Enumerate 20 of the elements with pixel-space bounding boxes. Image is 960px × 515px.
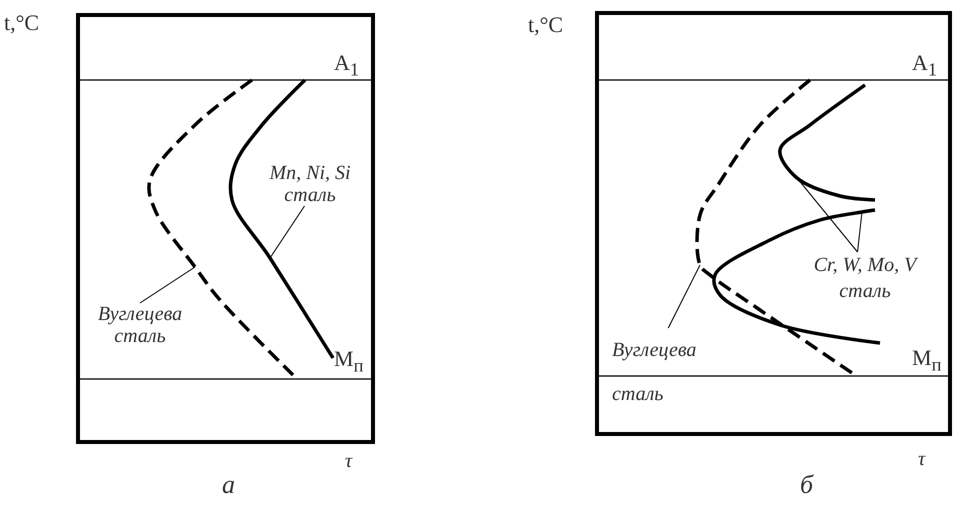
temperature-label: M$_{п}$ [334,346,364,376]
leader-line [668,264,700,328]
axis-label: τ [918,448,926,471]
curve-label: Вуглецева сталь [80,303,200,347]
temperature-label: A$_{1}$ [912,50,938,80]
leader-line [270,206,305,258]
axis-label: t,°C [4,10,40,36]
solid-curve [778,84,876,202]
curve-label: Вуглецева сталь [612,328,737,416]
panel-label: б [800,470,814,500]
axis-label: τ [345,450,352,473]
curve-label: Cr, W, Mo, V сталь [790,252,940,304]
axis-label: t,°C [528,12,564,38]
temperature-label: M$_{п}$ [912,345,942,376]
solid-curve [228,78,334,359]
leader-line [857,212,862,252]
curve-label: Mn, Ni, Si сталь [255,162,365,206]
temperature-label: A$_{1}$ [334,50,360,80]
leader-line [140,266,196,304]
panel-label: а [222,470,235,500]
